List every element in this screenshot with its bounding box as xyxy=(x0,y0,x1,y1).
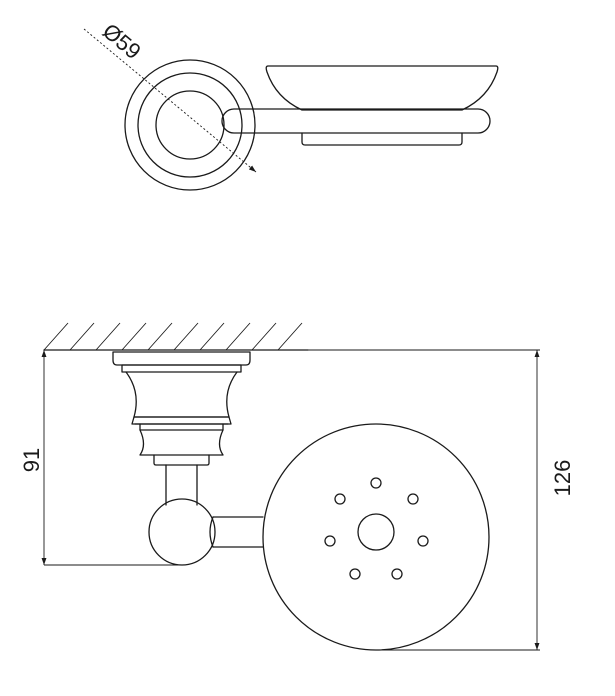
support-arm xyxy=(221,108,491,134)
mount-height-dimension: 91 xyxy=(19,350,180,566)
soap-dish-front xyxy=(262,423,490,651)
post-and-knob xyxy=(148,464,216,566)
total-height-label: 126 xyxy=(550,460,575,497)
diameter-dimension: Ø59 xyxy=(83,18,257,173)
total-height-dimension: 126 xyxy=(308,349,575,651)
wall-hatching xyxy=(43,322,309,351)
diameter-label: Ø59 xyxy=(98,18,146,64)
side-view: 91 126 xyxy=(19,322,575,651)
drain-holes xyxy=(324,477,429,580)
horizontal-arm xyxy=(209,516,264,548)
wall-mount xyxy=(112,351,251,466)
dish-base xyxy=(301,132,463,146)
soap-dish-bowl xyxy=(265,65,499,111)
mount-height-label: 91 xyxy=(19,448,44,472)
top-view: Ø59 xyxy=(83,18,499,191)
rosette-rings xyxy=(124,59,256,191)
center-drain-hole xyxy=(357,513,395,551)
